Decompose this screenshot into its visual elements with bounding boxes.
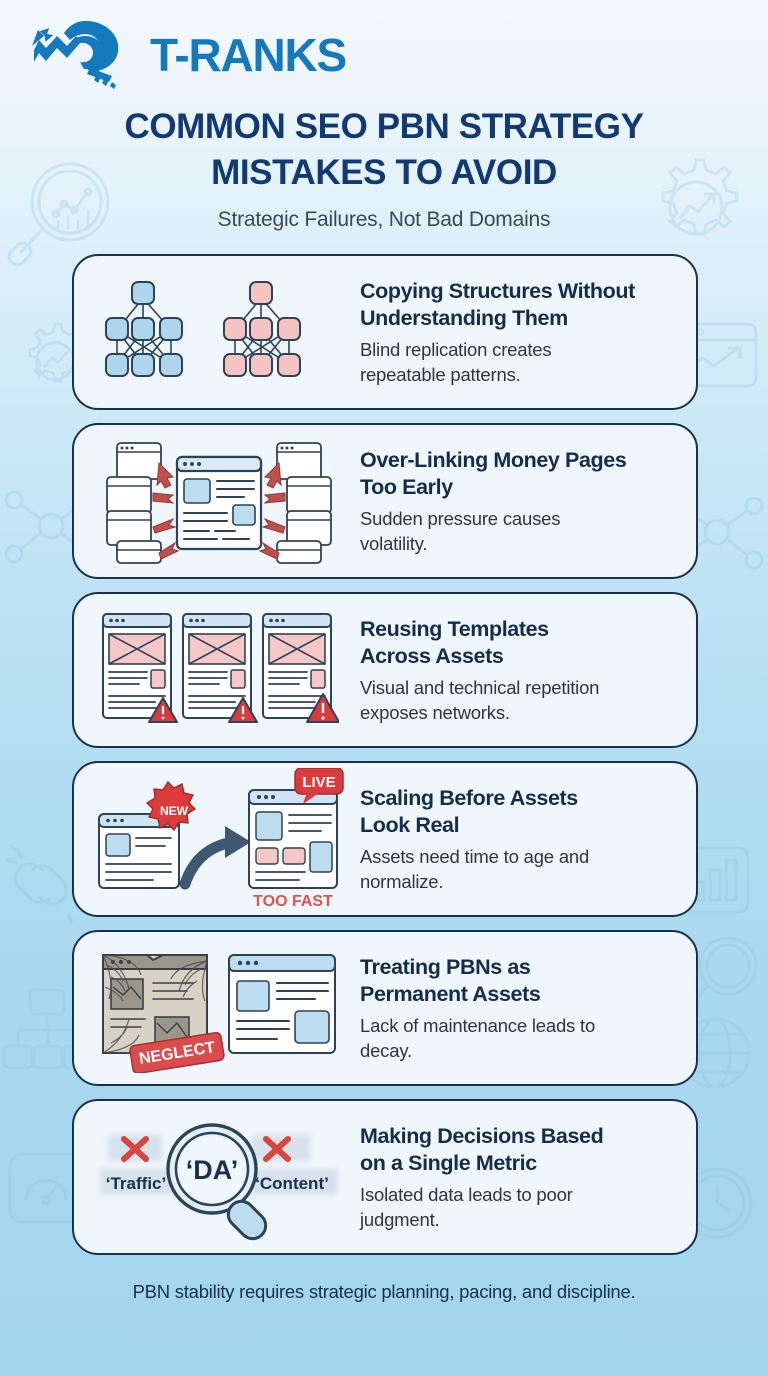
identical-templates-warning-icon	[78, 595, 360, 745]
trex-head-trendline-icon	[26, 16, 154, 94]
inbound-links-to-money-page-icon	[78, 426, 360, 576]
desc-line2: decay.	[360, 1039, 412, 1061]
mistake-card-title: Over-Linking Money Pages Too Early	[360, 447, 680, 503]
page-title-line2: MISTAKES TO AVOID	[211, 153, 557, 193]
desc-line2: exposes networks.	[360, 701, 510, 723]
footer-note: PBN stability requires strategic plannin…	[132, 1281, 636, 1303]
brand-name: T-RANKS	[150, 29, 347, 81]
page-title: COMMON SEO PBN STRATEGY MISTAKES TO AVOI…	[0, 96, 768, 196]
mistake-card-text: Reusing Templates Across Assets Visual a…	[360, 616, 686, 726]
title-line1: Reusing Templates	[360, 616, 549, 641]
desc-line2: normalize.	[360, 870, 444, 892]
title-line2: on a Single Metric	[360, 1151, 537, 1176]
desc-line2: repeatable patterns.	[360, 363, 521, 385]
mistake-card-text: Making Decisions Based on a Single Metri…	[360, 1123, 686, 1233]
mistake-card-desc: Blind replication creates repeatable pat…	[360, 333, 680, 387]
mistake-card[interactable]: Over-Linking Money Pages Too Early Sudde…	[72, 423, 698, 580]
svg-text:LIVE: LIVE	[302, 774, 335, 791]
desc-line1: Isolated data leads to poor	[360, 1184, 573, 1206]
page-subtitle: Strategic Failures, Not Bad Domains	[217, 208, 551, 232]
desc-line1: Lack of maintenance leads to	[360, 1015, 596, 1037]
mistake-card-desc: Visual and technical repetition exposes …	[360, 671, 680, 725]
mistake-card[interactable]: Reusing Templates Across Assets Visual a…	[72, 592, 698, 749]
new-badge-icon: NEW	[145, 781, 197, 832]
curved-arrow-icon	[179, 826, 251, 890]
title-line1: Treating PBNs as	[360, 954, 531, 979]
mistake-card-text: Copying Structures Without Understanding…	[360, 278, 686, 388]
live-badge-icon: LIVE	[294, 768, 344, 805]
desc-line1: Visual and technical repetition	[360, 677, 600, 699]
duplicate-network-graph-icon	[78, 257, 360, 407]
page-title-line1: COMMON SEO PBN STRATEGY	[124, 107, 644, 146]
mistake-card[interactable]: ‘Traffic’ ‘Content’ ‘DA’ Making Decision…	[72, 1099, 698, 1256]
title-line2: Understanding Them	[360, 306, 568, 331]
mistake-card-desc: Lack of maintenance leads to decay.	[360, 1009, 680, 1063]
neglect-badge: NEGLECT	[129, 1032, 225, 1074]
desc-line2: volatility.	[360, 532, 428, 554]
mistake-card-title: Making Decisions Based on a Single Metri…	[360, 1123, 680, 1179]
mistake-card-title: Copying Structures Without Understanding…	[360, 278, 680, 334]
title-line2: Across Assets	[360, 644, 504, 669]
mistake-card[interactable]: NEGLECT Treating PBNs as Permanent Asset…	[72, 930, 698, 1087]
warning-triangle-icon	[148, 693, 339, 724]
desc-line2: judgment.	[360, 1208, 440, 1230]
infographic-header: T-RANKS COMMON SEO PBN STRATEGY MISTAKES…	[0, 0, 768, 232]
decayed-website-cobweb-icon: NEGLECT	[78, 933, 360, 1083]
da-metric-label: ‘DA’	[186, 1155, 239, 1185]
title-line1: Making Decisions Based	[360, 1123, 604, 1148]
magnifier-single-metric-icon: ‘Traffic’ ‘Content’ ‘DA’	[78, 1102, 360, 1252]
too-fast-caption: TOO FAST	[253, 893, 333, 910]
cross-mark-icon	[121, 1136, 291, 1163]
mistake-card-title: Treating PBNs as Permanent Assets	[360, 954, 680, 1010]
traffic-label: ‘Traffic’	[106, 1174, 166, 1193]
title-line2: Too Early	[360, 475, 453, 500]
mistake-card-title: Reusing Templates Across Assets	[360, 616, 680, 672]
brand-logo: T-RANKS	[0, 14, 768, 96]
title-line2: Permanent Assets	[360, 982, 541, 1007]
desc-line1: Blind replication creates	[360, 339, 552, 361]
mistake-card[interactable]: Copying Structures Without Understanding…	[72, 254, 698, 411]
mistake-card-title: Scaling Before Assets Look Real	[360, 785, 680, 841]
rapid-scaling-arrow-icon: NEW	[78, 764, 360, 914]
mistake-card-list: Copying Structures Without Understanding…	[0, 232, 768, 1256]
mistake-card-desc: Sudden pressure causes volatility.	[360, 502, 680, 556]
title-line1: Copying Structures Without	[360, 278, 635, 303]
svg-text:NEW: NEW	[160, 804, 189, 818]
title-line2: Look Real	[360, 813, 460, 838]
mistake-card-text: Over-Linking Money Pages Too Early Sudde…	[360, 447, 686, 557]
title-line1: Scaling Before Assets	[360, 785, 578, 810]
mistake-card-desc: Assets need time to age and normalize.	[360, 840, 680, 894]
desc-line1: Assets need time to age and	[360, 846, 590, 868]
content-label: ‘Content’	[255, 1174, 329, 1193]
title-line1: Over-Linking Money Pages	[360, 447, 627, 472]
desc-line1: Sudden pressure causes	[360, 508, 561, 530]
mistake-card[interactable]: NEW	[72, 761, 698, 918]
mistake-card-text: Treating PBNs as Permanent Assets Lack o…	[360, 954, 686, 1064]
mistake-card-text: Scaling Before Assets Look Real Assets n…	[360, 785, 686, 895]
mistake-card-desc: Isolated data leads to poor judgment.	[360, 1178, 680, 1232]
